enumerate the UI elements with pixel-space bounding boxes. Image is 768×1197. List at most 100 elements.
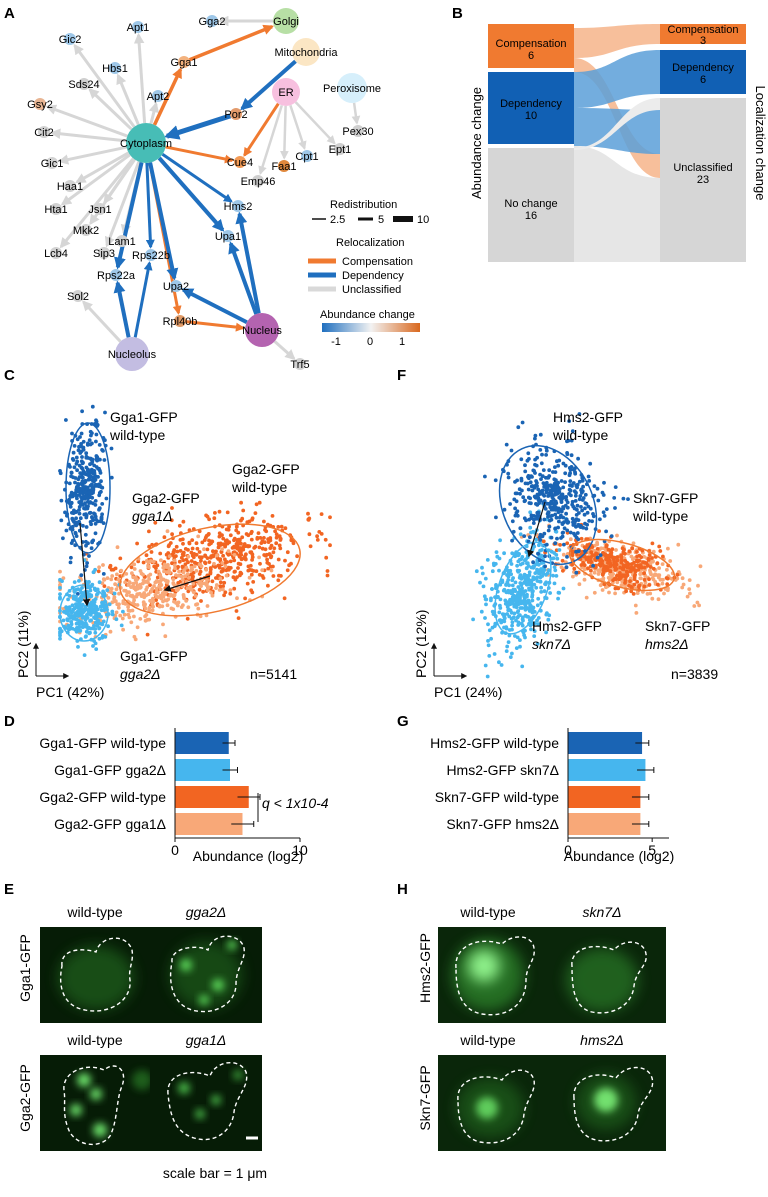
point-gga2-wt xyxy=(223,543,228,547)
point-skn7-hms2 xyxy=(592,590,597,595)
point-hms2-wt xyxy=(504,442,509,447)
point-hms2-wt xyxy=(533,495,538,500)
point-skn7-wt xyxy=(561,568,565,573)
edge-gga1-golgi xyxy=(188,24,275,62)
sankey-left-compensation xyxy=(488,24,574,68)
point-hms2-skn7 xyxy=(536,562,541,567)
point-hms2-wt xyxy=(544,453,548,457)
point-hms2-skn7 xyxy=(515,592,520,597)
point-gga1-wt xyxy=(97,457,101,462)
protein-label-gga2: Gga2 xyxy=(199,16,226,28)
point-hms2-wt xyxy=(580,498,585,502)
point-gga1-wt xyxy=(64,418,68,422)
point-gga2-gga1 xyxy=(146,564,151,568)
point-hms2-wt xyxy=(553,526,557,531)
point-hms2-skn7 xyxy=(500,580,505,584)
point-gga2-wt xyxy=(317,530,322,534)
point-gga1-wt xyxy=(80,409,84,414)
point-hms2-skn7 xyxy=(518,592,523,597)
edge-cyto-upa2 xyxy=(148,162,179,281)
point-gga2-wt xyxy=(256,531,261,535)
point-gga2-wt xyxy=(211,549,215,554)
sankey-right-unclassified xyxy=(660,98,746,262)
point-gga2-wt xyxy=(141,560,146,565)
point-gga2-gga1 xyxy=(186,554,191,559)
point-gga2-wt xyxy=(266,540,271,544)
redistribution-value-3: 10 xyxy=(417,214,429,226)
point-hms2-skn7 xyxy=(525,600,529,605)
point-gga2-gga1 xyxy=(130,571,134,576)
point-hms2-skn7 xyxy=(502,551,506,556)
point-gga2-wt xyxy=(237,553,242,558)
point-gga2-gga1 xyxy=(171,607,176,611)
point-hms2-skn7 xyxy=(518,587,522,592)
edge-cytoplasm-hbs1 xyxy=(116,73,140,126)
point-hms2-wt xyxy=(539,461,544,466)
protein-label-gsy2: Gsy2 xyxy=(27,99,53,111)
point-gga1-wt xyxy=(93,474,98,478)
point-gga2-wt xyxy=(264,529,269,534)
point-gga2-gga1 xyxy=(191,590,196,595)
point-skn7-wt xyxy=(647,553,652,557)
sankey-right-unc-label: Unclassified xyxy=(673,162,732,174)
point-hms2-wt xyxy=(574,490,578,495)
sankey-left-nochange xyxy=(488,148,574,262)
point-hms2-skn7 xyxy=(551,573,555,578)
protein-node-hbs1 xyxy=(109,62,121,74)
bar-d-bar-1 xyxy=(175,732,229,754)
point-gga1-gga2 xyxy=(93,609,98,614)
point-hms2-wt xyxy=(532,514,536,518)
point-hms2-skn7 xyxy=(510,551,515,556)
point-skn7-hms2 xyxy=(595,542,600,547)
point-hms2-skn7 xyxy=(516,559,521,564)
point-hms2-skn7 xyxy=(520,606,524,610)
sankey-right-comp-label: Compensation xyxy=(668,24,739,36)
point-gga2-gga1 xyxy=(146,592,151,597)
protein-node-ept1 xyxy=(334,143,346,155)
protein-label-rpl40b: Rpl40b xyxy=(163,316,198,328)
point-hms2-wt xyxy=(580,508,584,513)
point-hms2-wt xyxy=(523,469,528,474)
point-hms2-skn7 xyxy=(487,628,492,633)
point-gga2-wt xyxy=(276,578,281,583)
point-hms2-wt xyxy=(553,506,558,511)
point-hms2-skn7 xyxy=(544,630,548,635)
point-hms2-wt xyxy=(579,505,583,509)
point-gga2-wt xyxy=(245,581,250,586)
point-gga1-wt xyxy=(78,435,82,439)
point-skn7-wt xyxy=(595,547,600,551)
point-gga2-wt xyxy=(177,559,182,564)
point-hms2-wt xyxy=(519,457,524,462)
point-hms2-wt xyxy=(563,471,568,476)
point-gga2-wt xyxy=(267,562,271,566)
point-gga1-gga2 xyxy=(77,597,82,601)
point-skn7-hms2 xyxy=(665,588,670,593)
point-gga2-wt xyxy=(191,555,196,560)
point-gga1-gga2 xyxy=(96,612,100,617)
bar-d-cat-3: Gga2-GFP wild-type xyxy=(39,789,166,805)
h-col-label-3: wild-type xyxy=(459,1032,515,1048)
bar-d-bar-2 xyxy=(175,759,230,781)
protein-label-lcb4: Lcb4 xyxy=(44,248,68,260)
point-gga2-wt xyxy=(262,536,266,540)
point-skn7-hms2 xyxy=(571,574,575,579)
point-hms2-skn7 xyxy=(533,571,538,575)
edge-cytoplasm-sip3 xyxy=(104,161,141,248)
point-gga1-wt xyxy=(86,470,91,474)
point-hms2-wt xyxy=(542,531,547,536)
point-hms2-wt xyxy=(509,448,514,453)
point-hms2-wt xyxy=(602,480,606,485)
point-gga2-wt xyxy=(243,554,247,559)
point-hms2-wt xyxy=(511,529,516,534)
point-hms2-skn7 xyxy=(539,590,544,594)
point-gga2-gga1 xyxy=(174,601,179,605)
point-hms2-wt xyxy=(553,486,558,491)
point-hms2-skn7 xyxy=(506,578,511,582)
point-gga2-gga1 xyxy=(159,596,164,601)
point-skn7-wt xyxy=(647,577,651,582)
point-gga1-wt xyxy=(94,432,99,437)
point-hms2-skn7 xyxy=(506,640,511,644)
h-row-label-2: Skn7-GFP xyxy=(417,1065,433,1130)
point-hms2-skn7 xyxy=(544,612,549,617)
point-gga2-gga1 xyxy=(176,587,181,591)
